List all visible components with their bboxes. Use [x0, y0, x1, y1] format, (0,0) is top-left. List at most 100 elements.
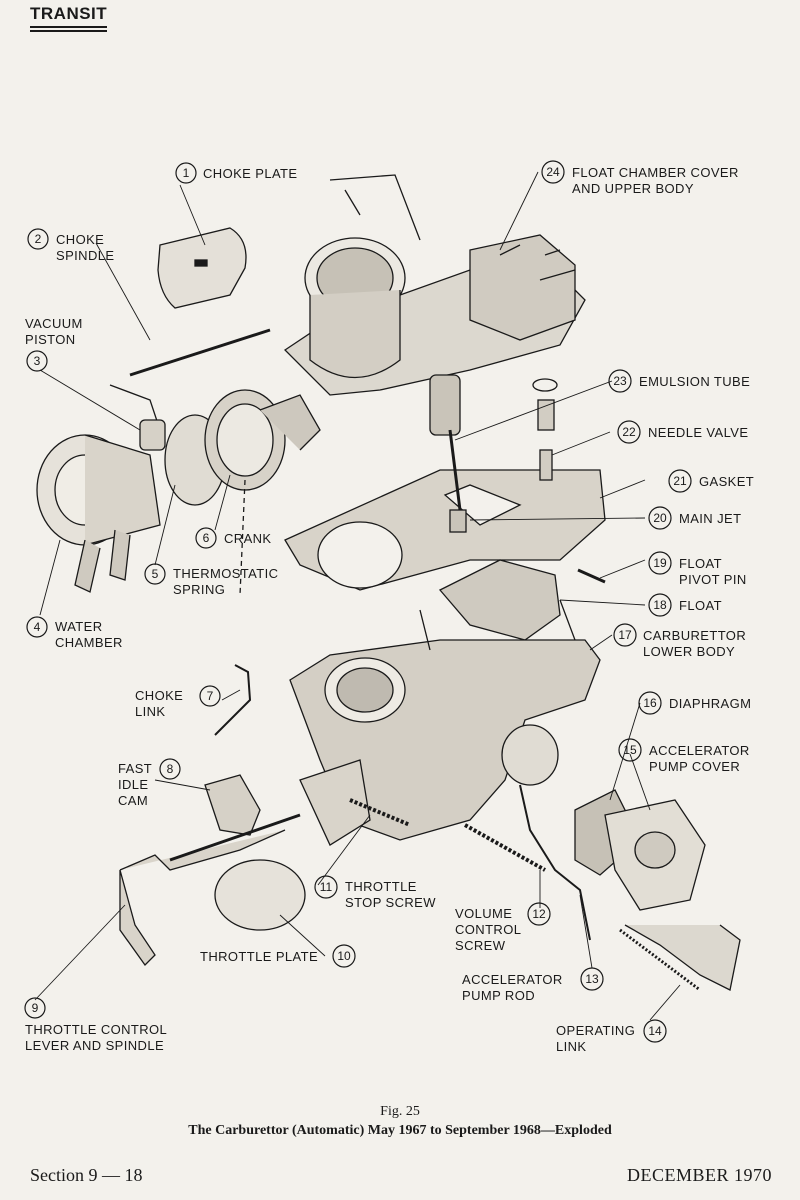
callout-number: 24 — [546, 165, 560, 179]
callout-21: 21 GASKET — [668, 469, 754, 493]
callout-4: 4 WATER CHAMBER — [26, 616, 123, 650]
callout-number: 17 — [618, 628, 632, 642]
callout-23: 23 EMULSION TUBE — [608, 369, 750, 393]
figure-number: Fig. 25 — [380, 1104, 420, 1119]
callout-label: PISTON — [25, 332, 76, 347]
throttle-control-lever-part — [119, 813, 301, 967]
callout-label: AND UPPER BODY — [572, 181, 694, 196]
callout-number: 5 — [152, 567, 159, 581]
callout-label: THROTTLE — [345, 879, 417, 894]
callout-label: SCREW — [455, 938, 506, 953]
callout-label: CHOKE — [135, 688, 183, 703]
callout-14: OPERATING LINK 14 — [556, 1019, 667, 1054]
callout-label: VACUUM — [25, 316, 83, 331]
callout-number: 9 — [32, 1001, 39, 1015]
callout-number: 22 — [622, 425, 636, 439]
thermostatic-housing-part — [164, 389, 321, 506]
choke-plate-part — [157, 227, 247, 309]
leader-lines — [34, 171, 681, 1021]
callout-label: FLOAT — [679, 556, 722, 571]
callout-label: PUMP ROD — [462, 988, 535, 1003]
callout-number: 20 — [653, 511, 667, 525]
callout-number: 7 — [207, 689, 214, 703]
callout-number: 2 — [35, 232, 42, 246]
callout-label: CONTROL — [455, 922, 521, 937]
callout-17: 17 CARBURETTOR LOWER BODY — [613, 623, 746, 659]
callout-label: FAST — [118, 761, 152, 776]
callout-number: 19 — [653, 556, 667, 570]
callout-label: PUMP COVER — [649, 759, 740, 774]
throttle-stop-screw-part — [349, 798, 411, 827]
figure-caption: The Carburettor (Automatic) May 1967 to … — [188, 1123, 612, 1138]
callout-label: ACCELERATOR — [649, 743, 750, 758]
callout-8: FAST IDLE CAM 8 — [118, 758, 181, 808]
callout-label: CRANK — [224, 531, 272, 546]
callout-label: WATER — [55, 619, 103, 634]
callout-label: THROTTLE PLATE — [200, 949, 318, 964]
section-number: Section 9 — 18 — [30, 1165, 143, 1185]
callout-label: ACCELERATOR — [462, 972, 563, 987]
callout-label: CHOKE — [56, 232, 104, 247]
callout-number: 8 — [167, 762, 174, 776]
accelerator-pump-rod-part — [519, 784, 591, 941]
callout-13: ACCELERATOR PUMP ROD 13 — [462, 967, 604, 1003]
callout-label: LINK — [556, 1039, 587, 1054]
callout-15: 15 ACCELERATOR PUMP COVER — [618, 738, 750, 774]
main-jet-part — [449, 509, 467, 533]
upper-body-part — [283, 174, 586, 436]
callout-label: GASKET — [699, 474, 754, 489]
page-header: TRANSIT — [30, 4, 108, 32]
callout-2: 2 CHOKE SPINDLE — [27, 228, 114, 263]
callout-number: 16 — [643, 696, 657, 710]
callout-number: 3 — [34, 354, 41, 368]
callout-label: PIVOT PIN — [679, 572, 747, 587]
emulsion-tube-part — [448, 429, 462, 511]
callout-label: OPERATING — [556, 1023, 635, 1038]
accelerator-pump-cover-part — [604, 799, 706, 911]
water-chamber-part — [36, 434, 161, 593]
float-pivot-pin-part — [577, 568, 606, 584]
callout-number: 10 — [337, 949, 351, 963]
callout-number: 14 — [648, 1024, 662, 1038]
callout-label: MAIN JET — [679, 511, 741, 526]
callout-number: 1 — [183, 166, 190, 180]
callout-label: IDLE — [118, 777, 149, 792]
callout-label: VOLUME — [455, 906, 512, 921]
callout-number: 12 — [532, 907, 546, 921]
callout-20: 20 MAIN JET — [648, 506, 741, 530]
callout-label: LOWER BODY — [643, 644, 735, 659]
callout-9: 9 THROTTLE CONTROL LEVER AND SPINDLE — [24, 997, 167, 1053]
callout-7: CHOKE LINK 7 — [135, 685, 221, 719]
callout-16: 16 DIAPHRAGM — [638, 691, 751, 715]
callout-number: 18 — [653, 598, 667, 612]
callout-11: 11 THROTTLE STOP SCREW — [314, 875, 436, 910]
callout-label: STOP SCREW — [345, 895, 436, 910]
lower-body-part — [289, 599, 601, 846]
callout-number: 23 — [613, 374, 627, 388]
callout-19: 19 FLOAT PIVOT PIN — [648, 551, 747, 587]
vacuum-piston-part — [109, 384, 166, 451]
callout-label: EMULSION TUBE — [639, 374, 750, 389]
callout-number: 13 — [585, 972, 599, 986]
callout-24: 24 FLOAT CHAMBER COVER AND UPPER BODY — [541, 160, 738, 196]
callout-label: CARBURETTOR — [643, 628, 746, 643]
callout-18: 18 FLOAT — [648, 593, 722, 617]
callout-number: 6 — [203, 531, 210, 545]
callout-label: CAM — [118, 793, 148, 808]
callout-number: 21 — [673, 474, 687, 488]
callout-label: CHAMBER — [55, 635, 123, 650]
callout-22: 22 NEEDLE VALVE — [617, 420, 748, 444]
callout-label: SPINDLE — [56, 248, 114, 263]
callout-6: 6 CRANK — [195, 527, 272, 549]
callout-number: 15 — [623, 743, 637, 757]
callout-10: THROTTLE PLATE 10 — [200, 944, 356, 968]
needle-valve-part — [532, 378, 558, 481]
callout-5: 5 THERMOSTATIC SPRING — [144, 563, 278, 597]
callout-number: 11 — [320, 880, 333, 894]
callout-label: LEVER AND SPINDLE — [25, 1038, 164, 1053]
callout-label: LINK — [135, 704, 166, 719]
callout-label: CHOKE PLATE — [203, 166, 297, 181]
throttle-plate-part — [214, 859, 306, 931]
callout-label: THERMOSTATIC — [173, 566, 278, 581]
